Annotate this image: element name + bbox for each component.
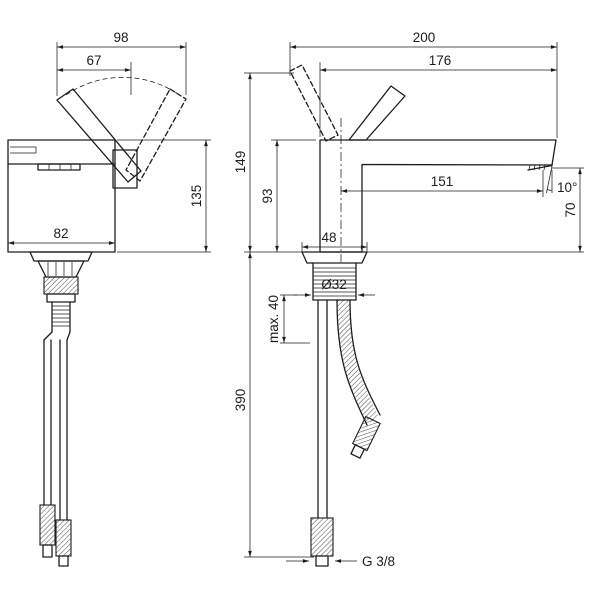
handle-lever: [348, 85, 406, 141]
mounting-nut: [43, 276, 79, 295]
dim-149-label: 149: [233, 151, 248, 174]
hose-transition: [66, 331, 71, 341]
braided-hose: [337, 299, 379, 423]
braided-hose-edge: [336, 299, 368, 426]
washer: [46, 293, 76, 303]
handle-lever: [56, 88, 142, 183]
dim-176-label: 176: [429, 53, 452, 68]
dim-200-label: 200: [413, 30, 436, 45]
hose-connector-tip: [42, 544, 53, 558]
side-view-handle: [56, 77, 187, 189]
base-flange: [29, 251, 93, 262]
dim-98-label: 98: [113, 30, 128, 45]
faucet-body-spout: [319, 139, 557, 253]
front-view-dimensions: 200 176 149 93 151 10°: [233, 30, 584, 569]
dim-151-label: 151: [431, 174, 454, 189]
dim-48-label: 48: [321, 230, 336, 245]
dim-70-label: 70: [563, 202, 578, 217]
dim-max40-label: max. 40: [266, 295, 281, 343]
base-flange: [301, 251, 368, 264]
side-view: 98 67 135 82: [7, 30, 211, 567]
hose-connector: [310, 517, 334, 557]
handle-swing-arc: [65, 77, 179, 96]
dim-thread-label: G 3/8: [362, 554, 395, 569]
angle-arc: [546, 188, 553, 191]
hose-connector-tip: [350, 444, 365, 459]
handle-lever-alt-position: [289, 64, 339, 142]
side-view-mounting-hardware: [29, 251, 93, 567]
hose-connector: [39, 504, 56, 546]
front-view-mounting-hardware: [301, 251, 381, 567]
hose-transition: [43, 331, 53, 341]
aerator-slot: [37, 163, 81, 171]
dim-135-label: 135: [189, 185, 204, 208]
braided-hose-edge: [349, 299, 381, 416]
angle-leg: [546, 165, 553, 194]
hose-connector-tip: [315, 555, 329, 567]
handle-mount-block: [112, 149, 138, 189]
front-view: 200 176 149 93 151 10°: [233, 30, 584, 569]
side-view-dimensions: 98 67 135 82: [8, 30, 211, 253]
handle-lever-alt-position: [125, 88, 187, 182]
hose-connector: [55, 519, 72, 557]
dim-93-label: 93: [260, 188, 275, 203]
dim-angle-label: 10°: [557, 180, 577, 195]
dim-diameter-label: Ø32: [321, 277, 347, 292]
aerator-face: [527, 164, 553, 171]
dim-67-label: 67: [86, 53, 101, 68]
dim-390-label: 390: [233, 389, 248, 412]
cone-washer: [37, 260, 85, 278]
dim-82-label: 82: [53, 226, 68, 241]
braided-hose-connector: [350, 415, 381, 459]
hose-connector-tip: [58, 555, 69, 567]
